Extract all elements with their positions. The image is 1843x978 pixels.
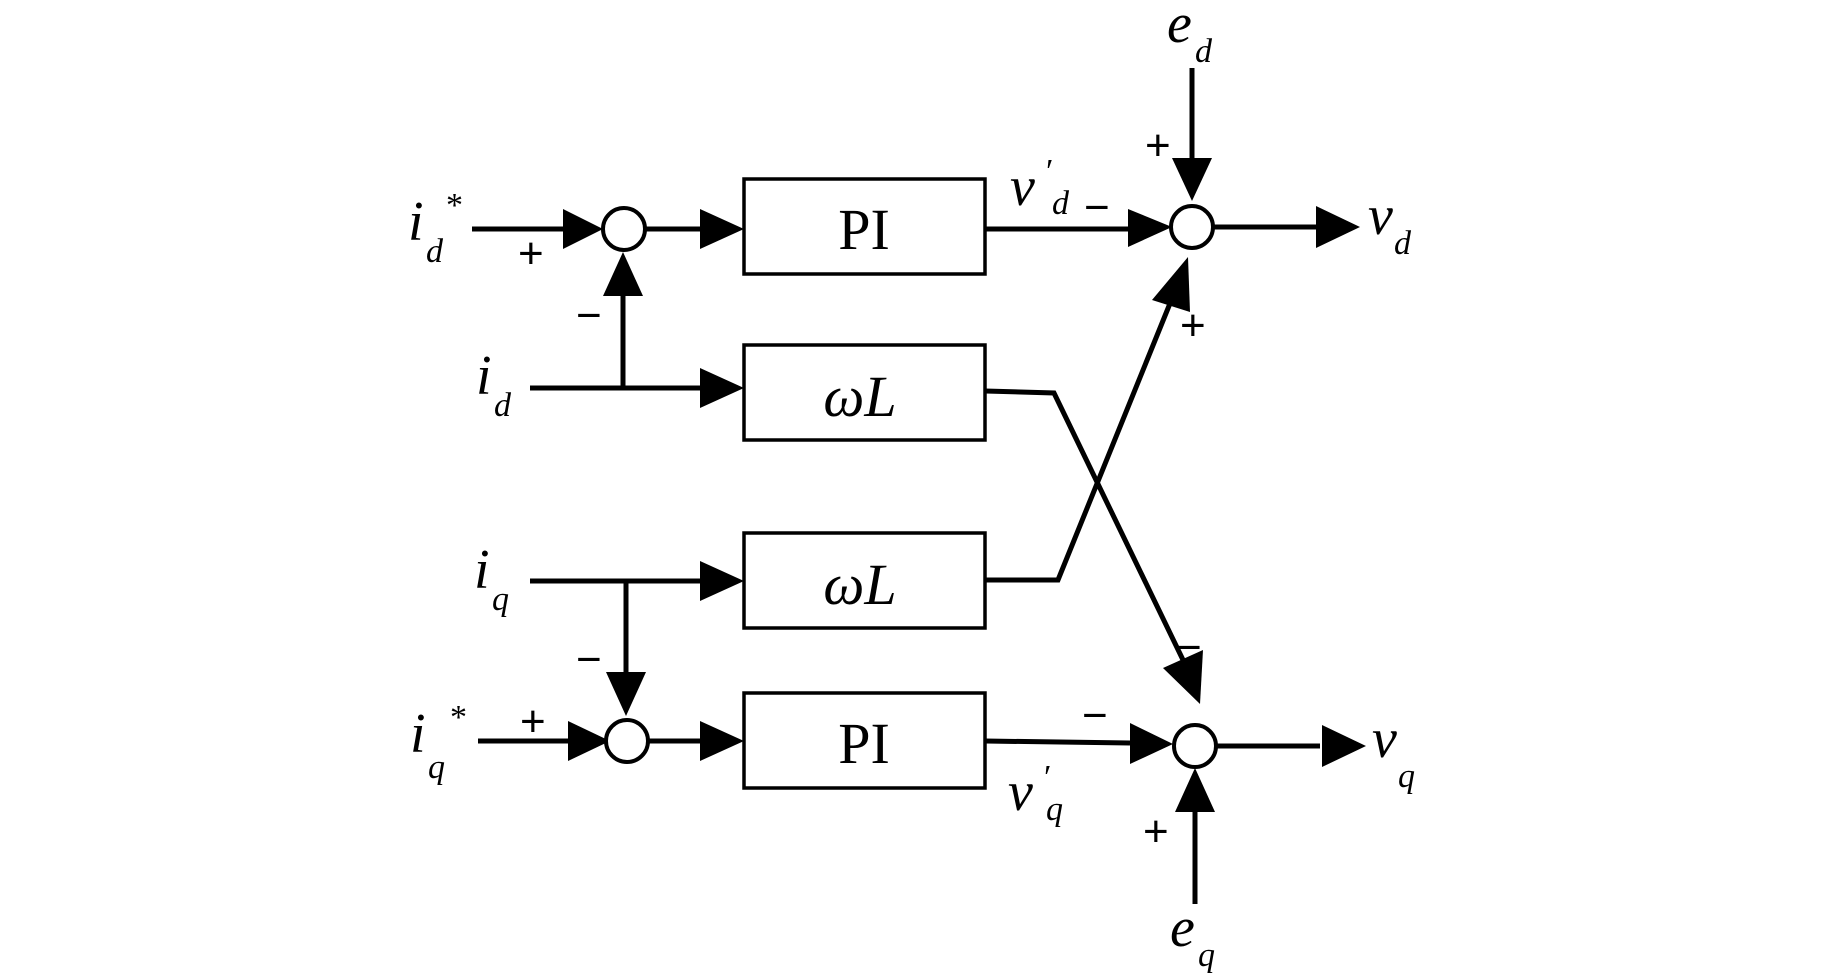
arrow-into-pi-q xyxy=(700,721,744,761)
label-eq: e xyxy=(1170,897,1195,959)
sign-id-ref-plus: + xyxy=(518,229,544,278)
summing-junction-vd xyxy=(1169,204,1215,250)
pi-block-d-label: PI xyxy=(838,197,890,262)
label-vq-prime-sub: q xyxy=(1046,791,1063,828)
label-ed: e xyxy=(1167,0,1192,55)
label-iq-ref-sup: * xyxy=(450,699,467,736)
arrow-into-wl-d xyxy=(700,368,744,408)
label-vd-sub: d xyxy=(1394,225,1412,262)
summing-junction-iq xyxy=(604,718,650,764)
pi-block-q xyxy=(742,691,987,790)
sign-cross-into-vq-minus: − xyxy=(1176,623,1202,672)
omega-l-block-q xyxy=(742,531,987,630)
arrow-vd-prime-into-sum3 xyxy=(1128,209,1172,247)
label-vd-prime-sup: ′ xyxy=(1046,153,1053,190)
sign-cross-into-vd-plus: + xyxy=(1180,301,1206,350)
sign-vd-prime-minus: − xyxy=(1084,183,1110,232)
arrow-id-fb-into-sum1 xyxy=(603,252,643,296)
label-vd-prime-sub: d xyxy=(1052,185,1070,222)
sign-id-fb-minus: − xyxy=(576,291,602,340)
arrow-vd-out xyxy=(1316,206,1360,248)
label-eq-sub: q xyxy=(1198,937,1215,974)
label-vd: v xyxy=(1368,185,1393,247)
label-id-ref: i xyxy=(408,191,424,253)
label-iq: i xyxy=(474,539,490,601)
arrow-into-pi-d xyxy=(700,209,744,249)
sign-ed-plus: + xyxy=(1145,121,1171,170)
arrow-into-sum1 xyxy=(563,209,603,249)
arrow-into-sum2 xyxy=(568,721,610,761)
arrow-ed-into-sum3 xyxy=(1172,158,1212,201)
summing-junction-id xyxy=(601,206,647,252)
wire-wl-q-cross xyxy=(985,295,1176,583)
label-vd-prime: v xyxy=(1010,156,1035,218)
wire-vq-prime xyxy=(984,738,1131,746)
arrow-cross-into-sum3 xyxy=(1152,257,1190,312)
arrow-into-wl-q xyxy=(700,561,744,601)
label-id-sub: d xyxy=(494,387,512,424)
pi-block-d xyxy=(742,177,987,276)
omega-l-block-q-label: ωL xyxy=(823,552,896,617)
summing-junction-vq xyxy=(1172,723,1218,769)
sign-iq-ref-plus: + xyxy=(520,697,546,746)
label-vq-prime-sup: ′ xyxy=(1044,759,1051,796)
label-iq-ref: i xyxy=(410,703,426,765)
omega-l-block-d xyxy=(742,343,987,442)
label-id-ref-sup: * xyxy=(446,187,463,224)
arrow-iq-fb-into-sum2 xyxy=(606,672,646,716)
sign-iq-fb-minus: − xyxy=(576,635,602,684)
arrow-vq-prime-into-sum4 xyxy=(1130,723,1173,764)
sign-vq-prime-minus: − xyxy=(1082,691,1108,740)
label-id: i xyxy=(476,345,492,407)
omega-l-block-d-label: ωL xyxy=(823,364,896,429)
pi-block-q-label: PI xyxy=(838,711,890,776)
wire-wl-d-cross xyxy=(984,388,1187,664)
label-vq-sub: q xyxy=(1398,758,1415,795)
label-iq-sub: q xyxy=(492,581,509,618)
arrow-vq-out xyxy=(1322,725,1366,767)
arrow-cross-into-sum4 xyxy=(1163,650,1203,704)
label-iq-ref-sub: q xyxy=(428,749,445,786)
sign-eq-plus: + xyxy=(1143,807,1169,856)
label-vq: v xyxy=(1372,708,1397,770)
label-id-ref-sub: d xyxy=(426,233,444,270)
arrow-eq-into-sum4 xyxy=(1175,768,1215,812)
label-ed-sub: d xyxy=(1195,33,1213,70)
label-vq-prime: v xyxy=(1008,761,1033,823)
